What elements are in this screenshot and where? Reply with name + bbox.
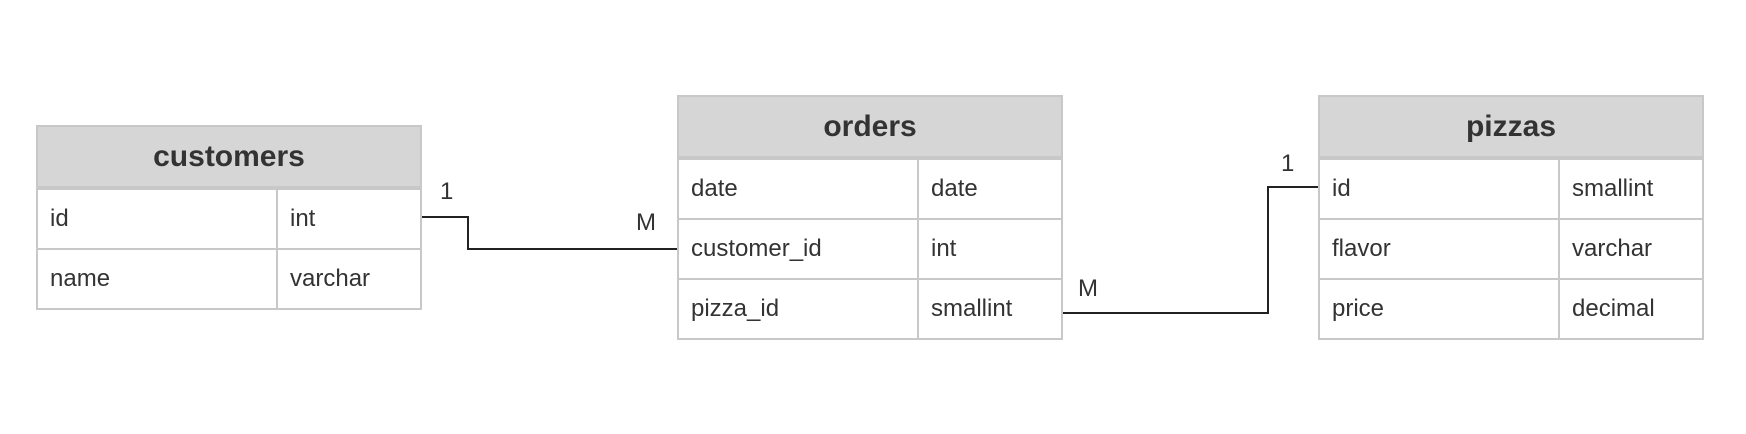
table-title: orders [679, 97, 1061, 158]
connector-customers-orders [418, 216, 677, 250]
column-name: price [1320, 280, 1560, 338]
table-row: customer_id int [679, 218, 1061, 278]
column-name: customer_id [679, 220, 919, 278]
column-type: smallint [1572, 175, 1654, 202]
cardinality-pizzas-one: 1 [1281, 150, 1295, 177]
column-name: date [679, 160, 919, 218]
column-type: decimal [1572, 295, 1655, 322]
table-pizzas: pizzas id smallint flavor varchar price … [1318, 95, 1704, 340]
table-row: date date [679, 158, 1061, 218]
column-type: date [931, 175, 978, 202]
table-row: name varchar [38, 248, 420, 308]
table-row: id int [38, 188, 420, 248]
column-name: id [1320, 160, 1560, 218]
cardinality-orders-many-pizza: M [1078, 275, 1098, 302]
column-name: id [38, 190, 278, 248]
cardinality-customers-one: 1 [440, 178, 454, 205]
column-name: pizza_id [679, 280, 919, 338]
table-row: id smallint [1320, 158, 1702, 218]
table-row: pizza_id smallint [679, 278, 1061, 338]
table-title: pizzas [1320, 97, 1702, 158]
table-row: flavor varchar [1320, 218, 1702, 278]
table-row: price decimal [1320, 278, 1702, 338]
column-type: varchar [1572, 235, 1653, 262]
column-type: smallint [931, 295, 1013, 322]
table-orders: orders date date customer_id int pizza_i… [677, 95, 1063, 340]
connector-orders-pizzas [1059, 186, 1318, 314]
cardinality-orders-many: M [636, 209, 656, 236]
column-name: name [38, 250, 278, 308]
column-name: flavor [1320, 220, 1560, 278]
column-type: varchar [290, 265, 371, 292]
table-customers: customers id int name varchar [36, 125, 422, 310]
table-title: customers [38, 127, 420, 188]
column-type: int [290, 205, 316, 232]
column-type: int [931, 235, 957, 262]
